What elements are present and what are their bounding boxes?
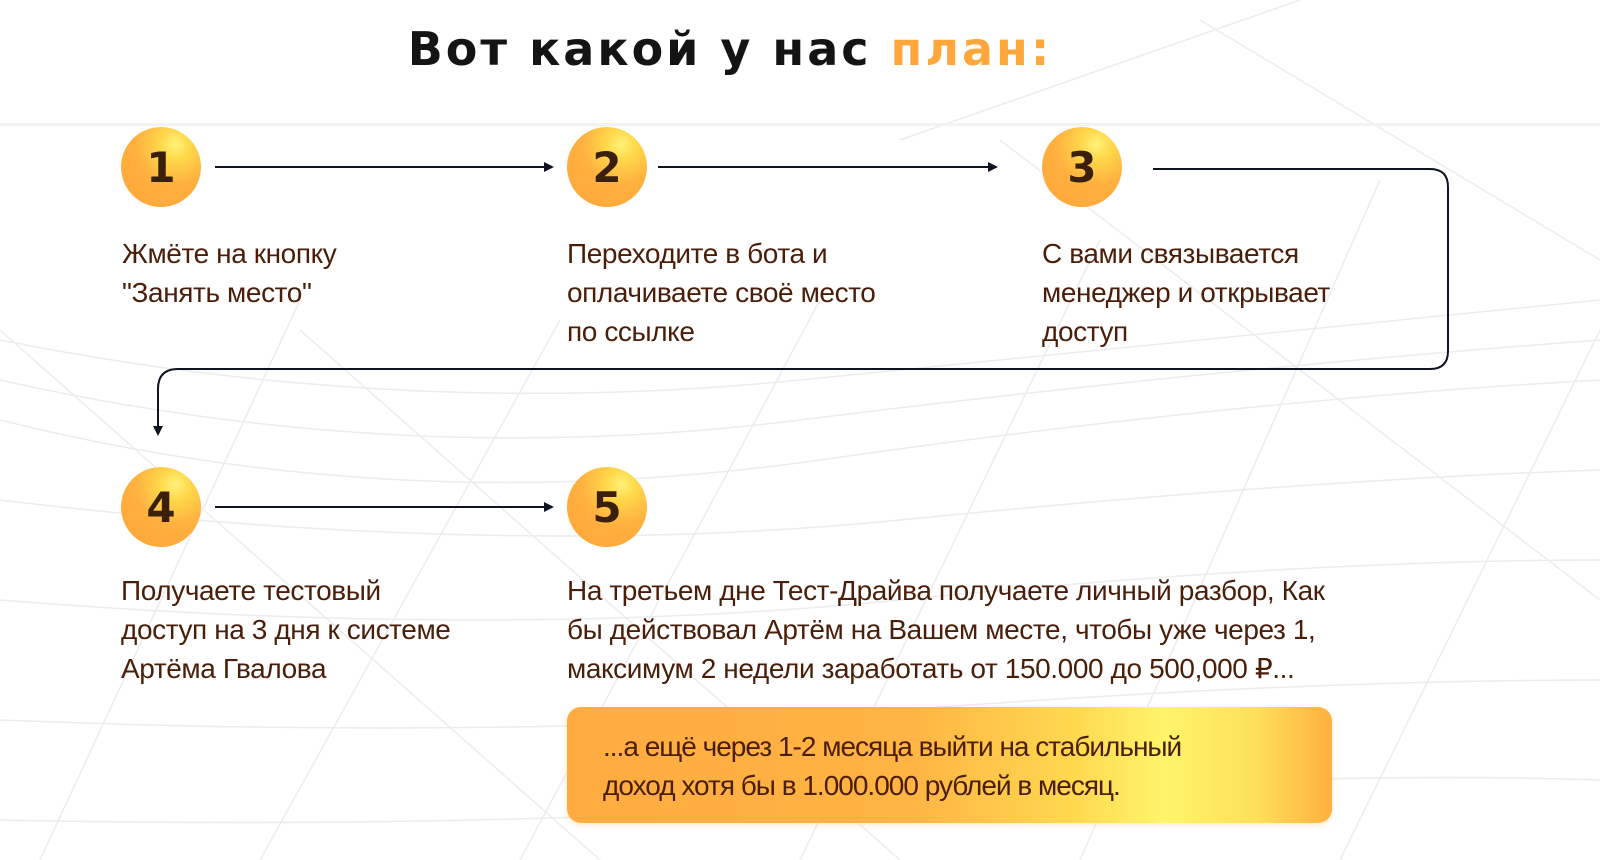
step-1-line-1: Жмёте на кнопку	[122, 238, 337, 269]
arrow-3-to-4	[153, 168, 1449, 436]
highlight-text: ...а ещё через 1-2 месяца выйти на стаби…	[603, 727, 1182, 805]
step-2-line-3: по ссылке	[567, 316, 695, 347]
step-5-number: 5	[592, 482, 622, 532]
step-4-text: Получаете тестовый доступ на 3 дня к сис…	[121, 571, 451, 688]
step-4-number: 4	[146, 482, 176, 532]
step-4-line-2: доступ на 3 дня к системе	[121, 614, 451, 645]
step-3-line-1: С вами связывается	[1042, 238, 1299, 269]
page-title: Вот какой у нас план:	[0, 22, 1460, 76]
title-main: Вот какой у нас	[407, 22, 891, 76]
step-4-badge: 4	[121, 467, 201, 547]
highlight-line-2: доход хотя бы в 1.000.000 рублей в месяц…	[603, 770, 1121, 801]
step-1-badge: 1	[121, 127, 201, 207]
title-accent: план:	[890, 22, 1053, 76]
header-divider	[0, 123, 1600, 126]
step-4-line-3: Артёма Гвалова	[121, 653, 327, 684]
step-1-line-2: "Занять место"	[122, 277, 312, 308]
step-2-line-2: оплачиваете своё место	[567, 277, 876, 308]
step-2-number: 2	[592, 142, 622, 192]
step-3-number: 3	[1067, 142, 1097, 192]
highlight-callout: ...а ещё через 1-2 месяца выйти на стаби…	[567, 707, 1332, 823]
step-5-text: На третьем дне Тест-Драйва получаете лич…	[567, 571, 1325, 688]
step-5-line-1: На третьем дне Тест-Драйва получаете лич…	[567, 575, 1325, 606]
step-2-line-1: Переходите в бота и	[567, 238, 828, 269]
step-2-badge: 2	[567, 127, 647, 207]
step-1-text: Жмёте на кнопку "Занять место"	[122, 234, 337, 312]
step-2-text: Переходите в бота и оплачиваете своё мес…	[567, 234, 876, 351]
step-5-line-2: бы действовал Артём на Вашем месте, чтоб…	[567, 614, 1316, 645]
step-3-line-2: менеджер и открывает	[1042, 277, 1330, 308]
step-3-line-3: доступ	[1042, 316, 1128, 347]
step-3-badge: 3	[1042, 127, 1122, 207]
step-1-number: 1	[146, 142, 176, 192]
step-4-line-1: Получаете тестовый	[121, 575, 381, 606]
step-3-text: С вами связывается менеджер и открывает …	[1042, 234, 1330, 351]
highlight-line-1: ...а ещё через 1-2 месяца выйти на стаби…	[603, 731, 1182, 762]
step-5-badge: 5	[567, 467, 647, 547]
step-5-line-3: максимум 2 недели заработать от 150.000 …	[567, 653, 1295, 684]
